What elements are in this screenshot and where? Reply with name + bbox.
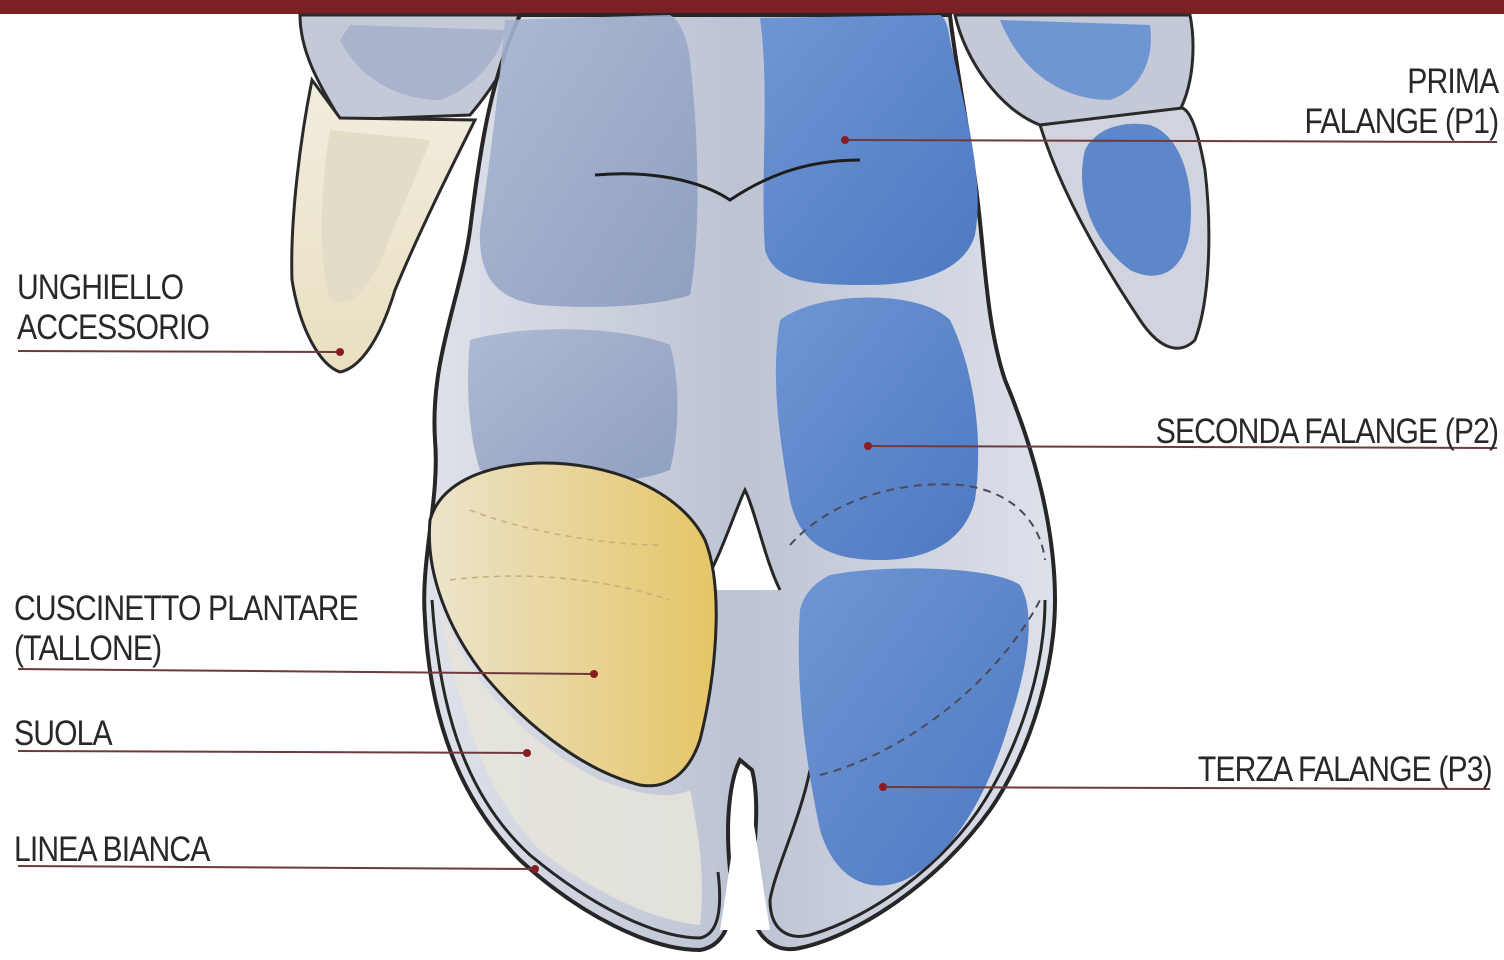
- label-suola: SUOLA: [14, 714, 112, 754]
- leader-cuscinetto-plantare-dot: [590, 670, 598, 678]
- dewclaw-right: [955, 15, 1209, 348]
- label-seconda-falange: SECONDA FALANGE (P2): [1156, 412, 1498, 452]
- leader-linea-bianca-dot: [531, 865, 539, 873]
- leader-unghiello-accessorio: [18, 351, 340, 352]
- leader-terza-falange-dot: [879, 783, 887, 791]
- leader-unghiello-accessorio-dot: [336, 348, 344, 356]
- header-bar: [0, 0, 1504, 14]
- label-unghiello-accessorio: UNGHIELLO ACCESSORIO: [17, 268, 209, 348]
- leader-suola-dot: [523, 749, 531, 757]
- leader-prima-falange-dot: [841, 136, 849, 144]
- label-linea-bianca: LINEA BIANCA: [14, 830, 209, 870]
- leader-seconda-falange-dot: [864, 442, 872, 450]
- label-cuscinetto-plantare: CUSCINETTO PLANTARE (TALLONE): [14, 589, 358, 669]
- label-terza-falange: TERZA FALANGE (P3): [1198, 750, 1492, 790]
- label-prima-falange: PRIMA FALANGE (P1): [1304, 62, 1498, 142]
- hoof-body: [424, 15, 1055, 950]
